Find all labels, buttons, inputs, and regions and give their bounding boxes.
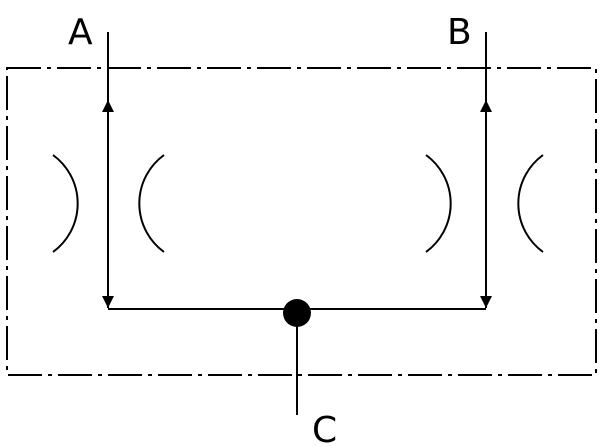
orifice-left-outer-arc xyxy=(52,154,79,253)
orifice-left xyxy=(52,154,165,253)
valve-envelope xyxy=(6,67,597,376)
orifice-right xyxy=(425,154,544,253)
port-b-label: B xyxy=(447,12,472,53)
port-a-label: A xyxy=(68,12,93,53)
orifice-left-inner-arc xyxy=(138,154,165,253)
port-c-label: C xyxy=(312,410,337,446)
orifice-right-inner-arc xyxy=(517,154,544,253)
orifice-right-outer-arc xyxy=(425,154,452,253)
